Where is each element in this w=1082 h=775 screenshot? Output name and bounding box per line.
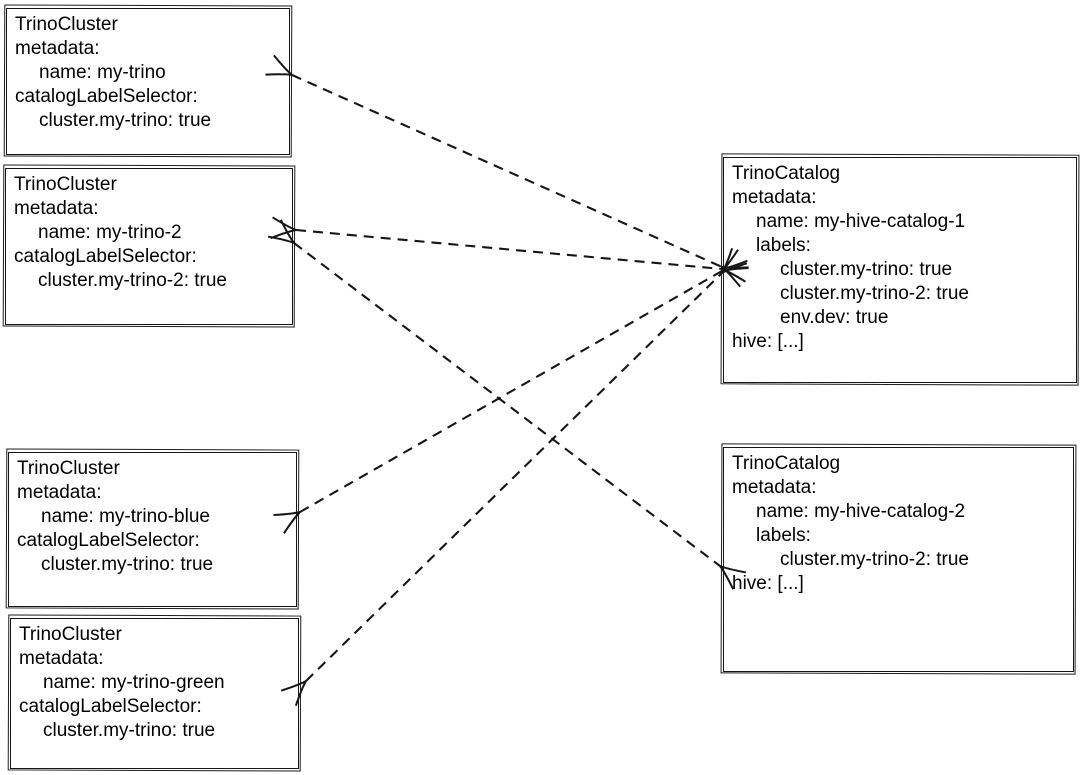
- node-line: labels:: [756, 525, 811, 546]
- node-line: cluster.my-trino-2: true: [780, 283, 969, 304]
- node-trinocluster-my-trino-blue: TrinoCluster metadata: name: my-trino-bl…: [8, 452, 297, 607]
- node-line: env.dev: true: [780, 307, 889, 328]
- node-line: cluster.my-trino: true: [41, 554, 214, 575]
- edge-my-trino-blue--my-hive-catalog-1: [300, 271, 722, 512]
- node-trinocluster-my-trino-2: TrinoCluster metadata: name: my-trino-2 …: [5, 168, 293, 325]
- node-kind: TrinoCluster: [17, 458, 120, 479]
- node-kind: TrinoCatalog: [732, 163, 841, 184]
- node-line: metadata:: [19, 648, 104, 669]
- node-line: metadata:: [15, 38, 100, 59]
- node-line: name: my-trino: [39, 62, 166, 83]
- node-line: metadata:: [14, 198, 99, 219]
- node-line: name: my-hive-catalog-2: [756, 501, 966, 522]
- node-line: metadata:: [732, 187, 817, 208]
- node-line: hive: [...]: [732, 331, 804, 352]
- node-line: catalogLabelSelector:: [17, 530, 200, 551]
- node-trinocluster-my-trino: TrinoCluster metadata: name: my-trino ca…: [6, 8, 290, 155]
- node-trinocatalog-my-hive-catalog-1: TrinoCatalog metadata: name: my-hive-cat…: [723, 157, 1077, 383]
- node-line: name: my-trino-2: [38, 222, 182, 243]
- node-line: cluster.my-trino: true: [780, 259, 953, 280]
- node-line: name: my-trino-blue: [41, 506, 210, 527]
- edge-my-trino-2--my-hive-catalog-1: [296, 230, 722, 269]
- edge-my-trino-2--my-hive-catalog-2: [294, 243, 720, 566]
- node-kind: TrinoCluster: [15, 14, 118, 35]
- node-line: labels:: [756, 235, 811, 256]
- node-line: cluster.my-trino: true: [43, 720, 216, 741]
- node-line: catalogLabelSelector:: [14, 246, 197, 267]
- edge-my-trino-green--my-hive-catalog-1: [306, 273, 722, 681]
- node-line: name: my-hive-catalog-1: [756, 211, 966, 232]
- node-line: catalogLabelSelector:: [15, 86, 198, 107]
- node-kind: TrinoCluster: [14, 174, 117, 195]
- node-line: cluster.my-trino-2: true: [780, 549, 969, 570]
- node-line: cluster.my-trino-2: true: [38, 270, 227, 291]
- node-kind: TrinoCluster: [19, 624, 122, 645]
- node-line: catalogLabelSelector:: [19, 696, 202, 717]
- node-line: cluster.my-trino: true: [39, 110, 212, 131]
- node-trinocluster-my-trino-green: TrinoCluster metadata: name: my-trino-gr…: [10, 618, 299, 769]
- node-line: hive: [...]: [732, 573, 804, 594]
- edge-my-trino--my-hive-catalog-1: [292, 75, 722, 267]
- node-kind: TrinoCatalog: [732, 453, 841, 474]
- node-line: name: my-trino-green: [43, 672, 225, 693]
- node-line: metadata:: [732, 477, 817, 498]
- node-trinocatalog-my-hive-catalog-2: TrinoCatalog metadata: name: my-hive-cat…: [723, 447, 1074, 672]
- node-line: metadata:: [17, 482, 102, 503]
